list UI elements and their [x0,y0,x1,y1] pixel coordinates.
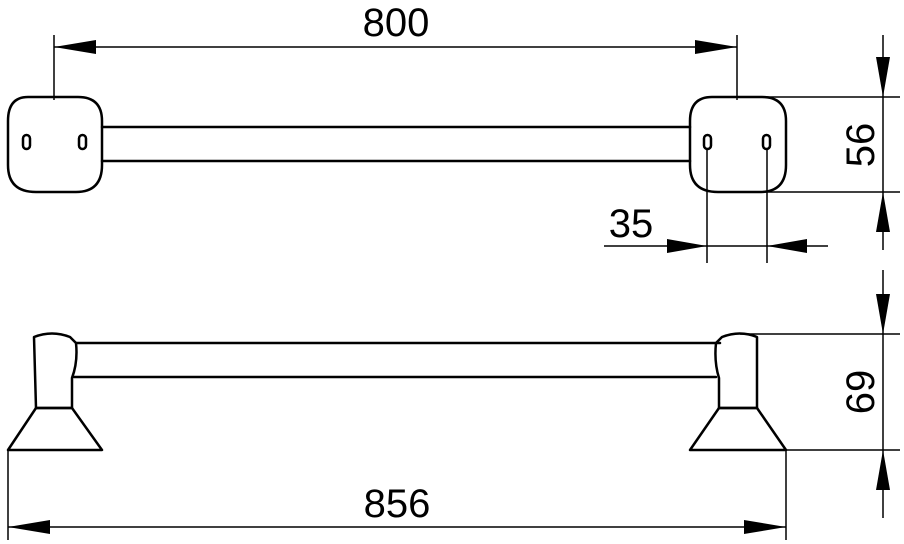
right-bracket [714,332,759,410]
right-plate-hole-1 [702,133,713,151]
right-plate-hole-2 [761,133,772,151]
dimension-56-label: 56 [839,123,883,168]
left-plate-hole-1 [21,133,32,151]
dimension-35: 35 [604,149,828,263]
dimension-856: 856 [7,450,787,540]
dimension-69: 69 [740,270,900,518]
dimension-800: 800 [53,1,738,100]
left-bracket [32,332,78,410]
right-base [688,406,788,452]
left-plate-hole-2 [77,133,88,151]
left-base [6,406,104,452]
front-view [6,332,788,452]
dimension-35-label: 35 [609,202,654,246]
dimension-56: 56 [737,35,900,250]
dimension-856-label: 856 [364,482,431,526]
dimension-69-label: 69 [839,370,883,415]
top-view [6,95,788,194]
left-mounting-plate [6,95,104,194]
dimension-800-label: 800 [363,1,430,45]
